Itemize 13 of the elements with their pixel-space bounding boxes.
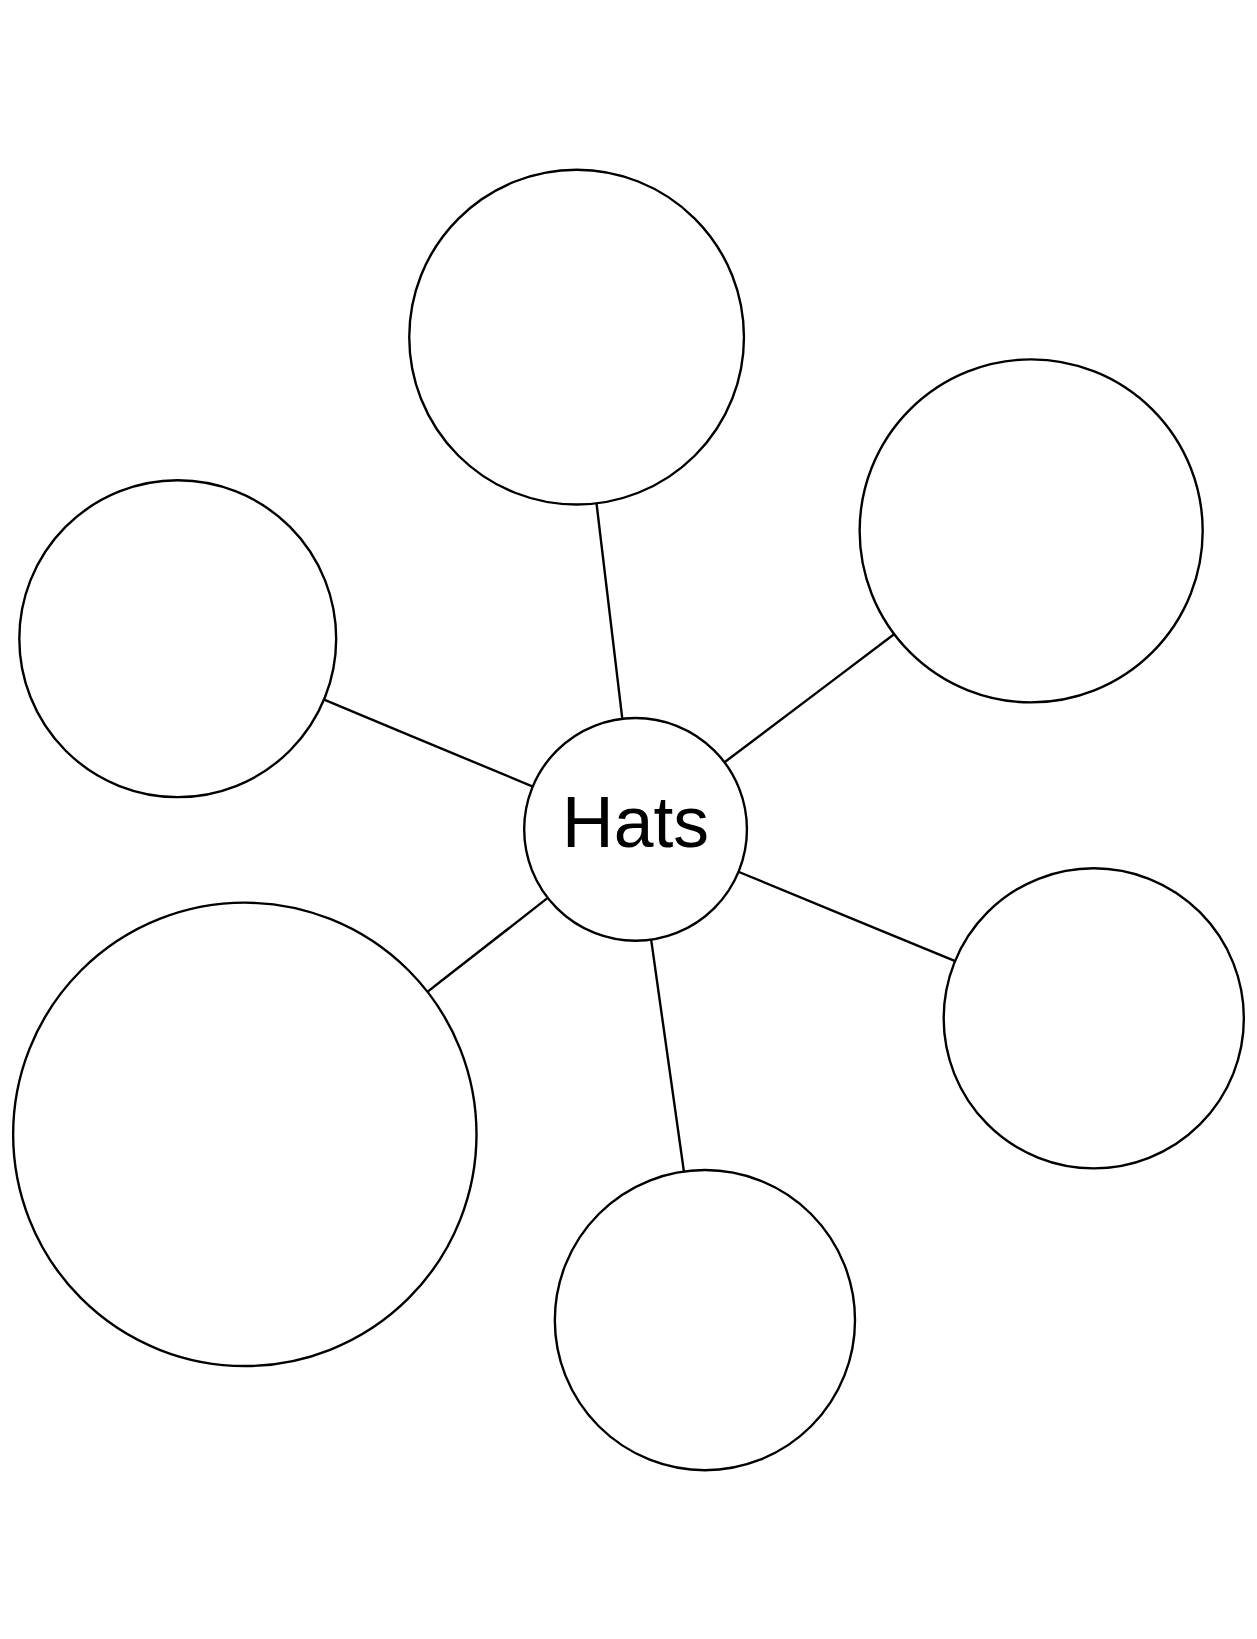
connector	[724, 632, 895, 763]
node-circle	[408, 168, 746, 506]
node-circle	[11, 900, 478, 1367]
connector	[650, 939, 686, 1172]
node-circle	[553, 1168, 857, 1471]
connector	[738, 870, 956, 962]
node-circle: Hats	[523, 716, 749, 942]
node-circle	[942, 866, 1246, 1170]
connector	[427, 896, 549, 992]
node-circle	[858, 357, 1204, 704]
node-circle	[18, 478, 338, 798]
connector	[595, 503, 624, 719]
connector	[323, 698, 533, 787]
